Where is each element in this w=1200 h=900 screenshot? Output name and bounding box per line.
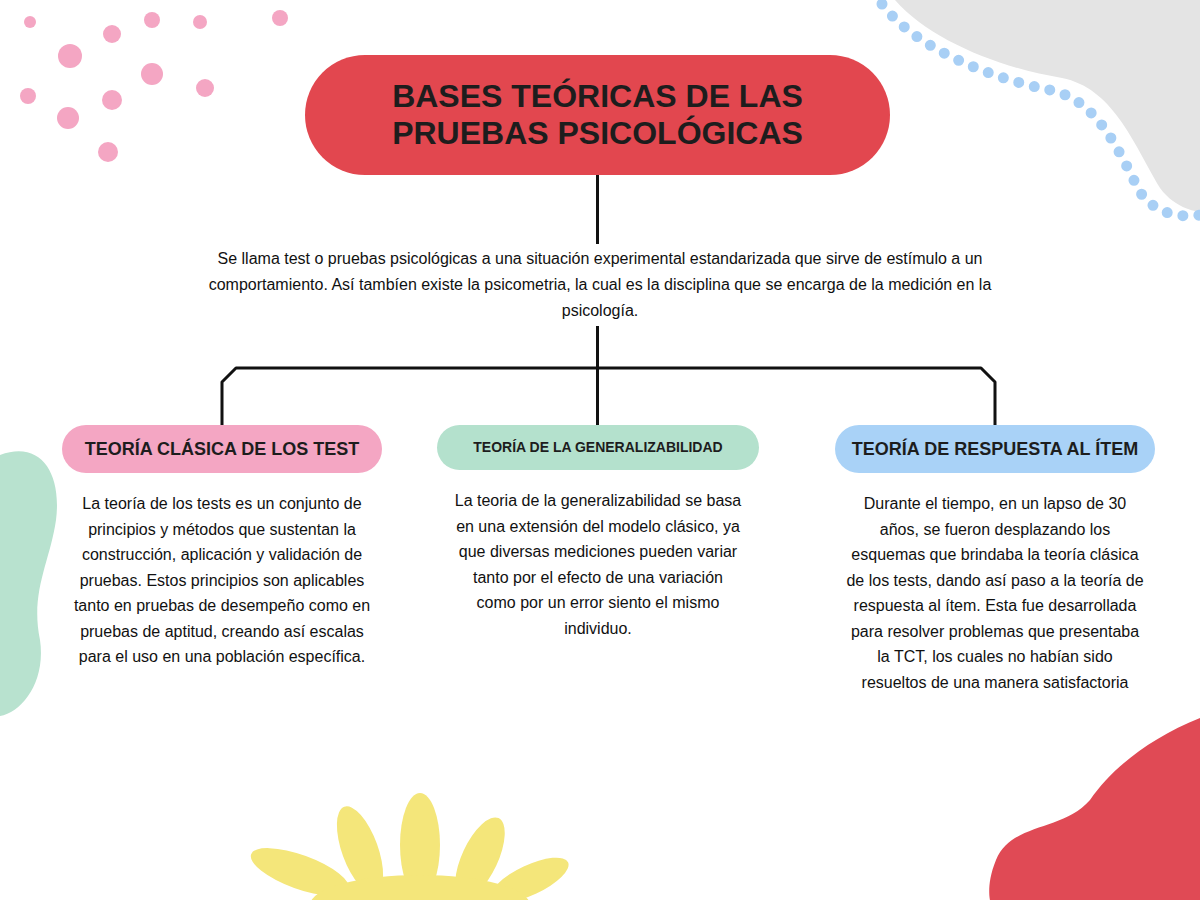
heading-pill: TEORÍA DE RESPUESTA AL ÍTEM [835, 425, 1155, 473]
red-blob [989, 718, 1200, 900]
heading-text: TEORÍA CLÁSICA DE LOS TEST [85, 439, 360, 460]
blue-dots [882, 4, 1200, 216]
pink-dots [20, 10, 288, 162]
grey-blob [895, 0, 1200, 212]
title-node: BASES TEÓRICAS DE LAS PRUEBAS PSICOLÓGIC… [305, 55, 890, 175]
body-text: La teoria de la generalizabilidad se bas… [453, 488, 743, 641]
theory-node: TEORÍA DE LA GENERALIZABILIDAD La teoria … [432, 425, 764, 641]
heading-pill: TEORÍA DE LA GENERALIZABILIDAD [437, 425, 759, 470]
title-text: BASES TEÓRICAS DE LAS PRUEBAS PSICOLÓGIC… [345, 78, 850, 152]
heading-pill: TEORÍA CLÁSICA DE LOS TEST [62, 425, 382, 473]
heading-text: TEORÍA DE RESPUESTA AL ÍTEM [852, 439, 1138, 460]
body-text: Durante el tiempo, en un lapso de 30 año… [845, 491, 1145, 695]
theory-node: TEORÍA CLÁSICA DE LOS TEST La teoría de l… [52, 425, 392, 670]
mint-blob [0, 451, 57, 716]
yellow-shape [245, 793, 574, 900]
theory-node: TEORÍA DE RESPUESTA AL ÍTEM Durante el ti… [830, 425, 1160, 695]
body-text: La teoría de los tests es un conjunto de… [62, 491, 382, 670]
heading-text: TEORÍA DE LA GENERALIZABILIDAD [473, 439, 722, 455]
heading-pill: BASES TEÓRICAS DE LAS PRUEBAS PSICOLÓGIC… [305, 55, 890, 175]
intro-text: Se llama test o pruebas psicológicas a u… [175, 244, 1025, 326]
